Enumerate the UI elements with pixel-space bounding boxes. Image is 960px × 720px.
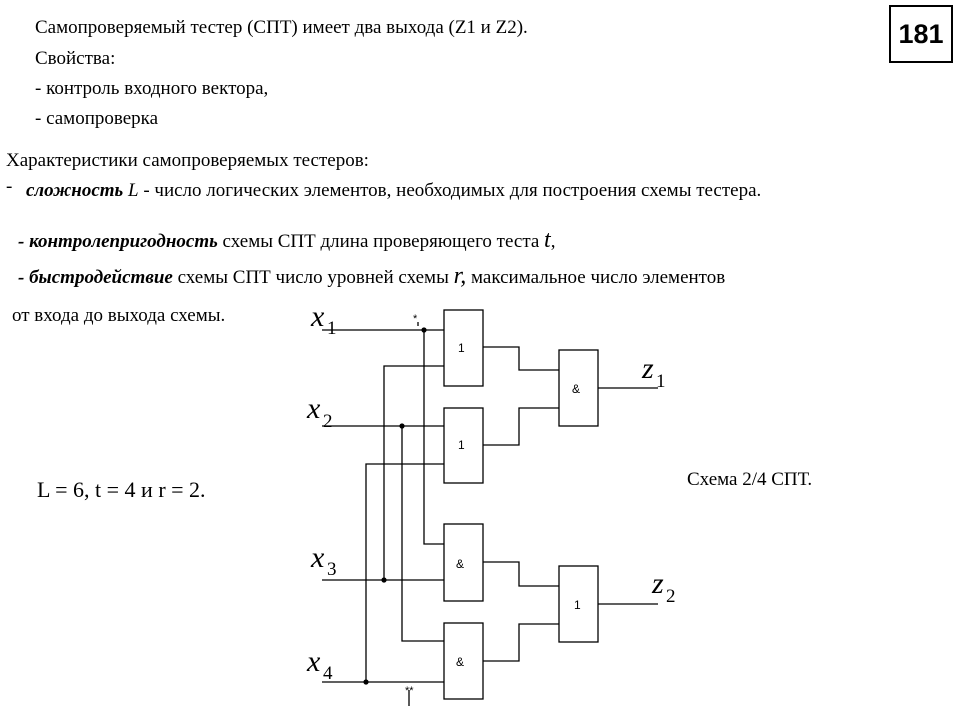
item-speed-end: максимальное число элементов [466,267,726,288]
gate-and2 [443,622,484,700]
junction-dots [363,327,427,685]
symbol-l: L [128,180,139,201]
gate-or-out2 [558,565,599,643]
gate-and2-label: & [456,655,464,669]
circuit-caption: Схема 2/4 СПТ. [687,469,813,490]
values-line: L = 6, t = 4 и r = 2. [37,477,206,502]
item-speed-text: схемы СПТ число уровней схемы [172,267,454,288]
output-z2-sub: 2 [666,586,676,607]
output-z1-sub: 1 [656,371,666,392]
input-x2-var: x [306,392,321,425]
bullet-dash: - [6,176,13,197]
item-testability-text: схемы СПТ длина проверяющего теста [217,231,545,252]
input-x4-var: x [306,645,321,678]
intro-line-1: Самопроверяемый тестер (СПТ) имеет два в… [35,17,528,38]
slide-number: 181 [889,5,953,63]
gate-and-out1-label: & [572,382,580,396]
gate-or2 [443,407,484,484]
mark-double-asterisk: ** [405,685,414,697]
input-x3-var: x [310,541,325,574]
gate-and1 [443,523,484,602]
output-z1-var: z [641,352,654,385]
gate-or1-label: 1 [458,341,465,355]
input-x2-sub: 2 [323,411,333,432]
gate-or2-label: 1 [458,438,465,452]
wires [322,322,658,706]
input-x4-sub: 4 [323,663,333,684]
item-speed-continuation: от входа до выхода схемы. [12,305,226,326]
intro-line-2: Свойства: [35,48,116,69]
term-speed: - быстродействие [18,267,173,288]
gate-or1 [443,309,484,387]
item-complexity: сложность L - число логических элементов… [26,180,761,202]
gate-or-out2-label: 1 [574,598,581,612]
gate-and-out1 [558,349,599,427]
symbol-r: r, [453,263,467,289]
item-complexity-text: - число логических элементов, необходимы… [138,180,762,201]
output-z2-var: z [651,567,664,600]
item-speed: - быстродействие схемы СПТ число уровней… [18,263,726,289]
symbol-t: t [544,227,551,253]
gate-and1-label: & [456,557,464,571]
item-testability: - контролепригодность схемы СПТ длина пр… [18,227,556,253]
characteristics-heading: Характеристики самопроверяемых тестеров: [6,150,369,171]
input-x3-sub: 3 [327,559,337,580]
input-x1-var: x [310,300,325,333]
intro-line-3: - контроль входного вектора, [35,78,269,99]
item-testability-end: , [550,231,556,252]
input-x1-sub: 1 [327,318,337,339]
term-testability: - контролепригодность [18,231,218,252]
intro-line-4: - самопроверка [35,108,159,129]
term-complexity: сложность [26,180,124,201]
mark-single-asterisk: * [413,313,418,325]
